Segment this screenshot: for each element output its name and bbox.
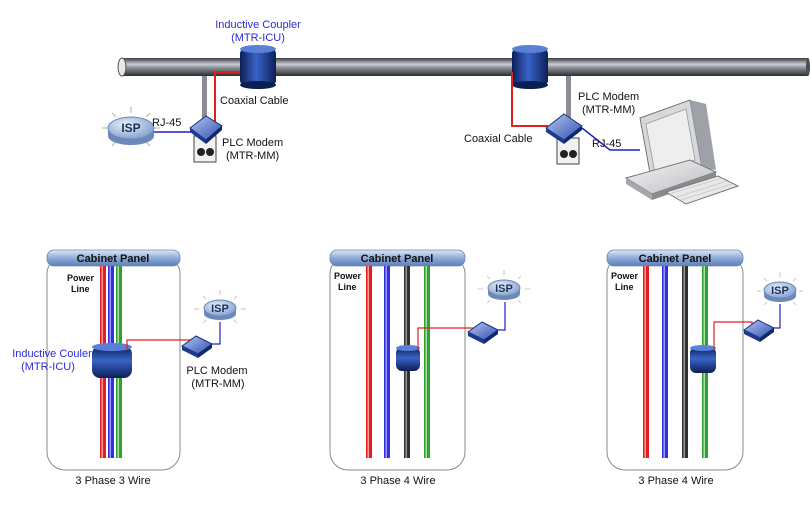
plc-modem-right-icon [545, 113, 583, 165]
coupler-label-top-model: (MTR-ICU) [231, 32, 285, 44]
panel-1-rj45 [212, 322, 221, 345]
panel-1-plc-modem-icon [181, 335, 213, 358]
cabinet-panel-2: Cabinet Panel Power Line [329, 249, 530, 487]
panel-1-power-line: Power [67, 273, 95, 283]
panel-1-coupler-label: Inductive Couler [12, 348, 92, 360]
left-drop-pipe [202, 76, 207, 134]
modem-right-label-model: (MTR-MM) [582, 104, 635, 116]
panel-3-power-line-2: Line [615, 282, 634, 292]
panel-1-title: Cabinet Panel [77, 253, 150, 265]
panel-2-power-line: Power [334, 271, 362, 281]
rj45-label-right: RJ-45 [592, 138, 621, 150]
panel-3-caption: 3 Phase 4 Wire [638, 475, 713, 487]
modem-left-label-model: (MTR-MM) [226, 150, 279, 162]
cabinet-panel-3: Cabinet Panel Power Line [606, 249, 803, 487]
panel-1-isp-label: ISP [211, 303, 229, 315]
panel-2-caption: 3 Phase 4 Wire [360, 475, 435, 487]
rj45-cable-right [581, 127, 640, 151]
panel-3-isp-icon [757, 272, 803, 306]
panel-1-isp-icon [194, 290, 246, 324]
panel-2-isp-label: ISP [495, 283, 513, 295]
panel-2-coupler-icon [396, 345, 420, 371]
panel-2-rj45 [498, 302, 506, 331]
panel-1-modem-label-model: (MTR-MM) [191, 378, 244, 390]
panel-1-coupler-label-model: (MTR-ICU) [21, 361, 75, 373]
right-inductive-coupler-icon [512, 45, 548, 89]
plc-modem-left-icon [189, 115, 223, 163]
panel-2-plc-modem-icon [467, 321, 499, 344]
panel-1-modem-label: PLC Modem [186, 365, 247, 377]
panel-3-coupler-icon [690, 345, 716, 373]
panel-3-title: Cabinet Panel [639, 253, 712, 265]
cabinet-panel-1: Cabinet Panel Power Line Inductive Coule… [12, 249, 248, 487]
isp-left-label: ISP [121, 121, 140, 135]
panel-2-power-line-2: Line [338, 282, 357, 292]
panel-3-plc-modem-icon [743, 319, 775, 342]
isp-left-icon [102, 107, 160, 147]
right-drop-pipe [566, 76, 571, 134]
panel-3-isp-label: ISP [771, 285, 789, 297]
modem-left-label: PLC Modem [222, 137, 283, 149]
panel-2-title: Cabinet Panel [361, 253, 434, 265]
computer-icon [624, 99, 740, 205]
right-coax-cable [511, 72, 548, 127]
left-inductive-coupler-icon [240, 45, 276, 89]
panel-2-isp-icon [478, 270, 530, 304]
coupler-label-top: Inductive Coupler [215, 19, 301, 31]
power-line-pipe [117, 57, 810, 77]
coax-label-left: Coaxial Cable [220, 95, 288, 107]
left-coax-cable [214, 71, 241, 126]
modem-right-label: PLC Modem [578, 91, 639, 103]
top-network: Inductive Coupler (MTR-ICU) Coaxial Cabl… [102, 19, 810, 205]
panel-3-rj45 [774, 304, 781, 329]
panel-1-coupler-icon [92, 343, 132, 378]
panel-3-power-line: Power [611, 271, 639, 281]
coax-label-right: Coaxial Cable [464, 133, 532, 145]
rj45-label-left: RJ-45 [152, 117, 181, 129]
panel-1-power-line-2: Line [71, 284, 90, 294]
panel-1-caption: 3 Phase 3 Wire [75, 475, 150, 487]
